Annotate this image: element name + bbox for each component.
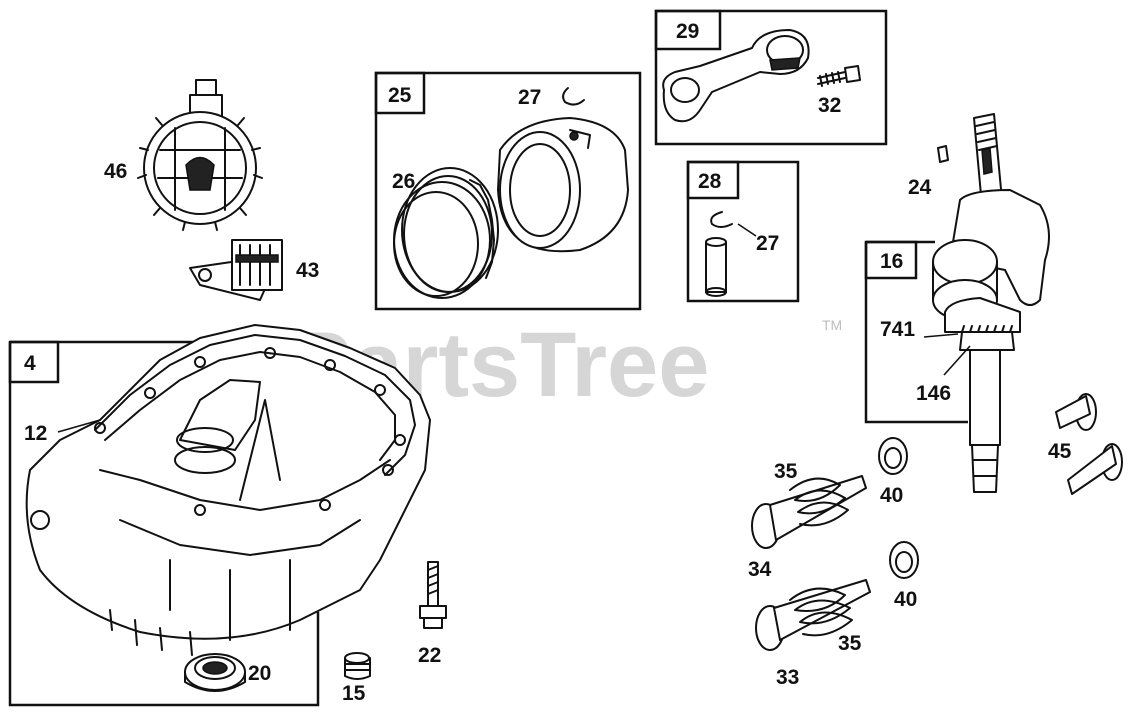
callout-15: 15	[342, 682, 366, 705]
group-box-4[interactable]: 4	[8, 340, 320, 707]
callout-26: 26	[392, 170, 415, 193]
valve-spring-part-35-lower[interactable]: 35	[789, 587, 862, 655]
group-number-28: 28	[698, 170, 722, 193]
crank-gear-callouts: 741 146	[880, 318, 971, 405]
callout-45: 45	[1048, 440, 1072, 463]
wrist-pin-part[interactable]	[705, 237, 727, 297]
piston-rings-part-26[interactable]: 26	[392, 167, 499, 299]
group-box-16[interactable]: 16	[864, 240, 968, 424]
callout-12: 12	[24, 422, 47, 445]
rod-bolt-part-32[interactable]: 32	[817, 65, 861, 117]
group-number-16: 16	[880, 250, 903, 273]
oil-seal-part-20[interactable]: 20	[184, 653, 271, 692]
group-number-4: 4	[24, 352, 36, 375]
retainer-part-40-lower[interactable]: 40	[889, 541, 919, 611]
governor-part-43[interactable]: 43	[189, 239, 319, 301]
bolt-part-22[interactable]: 22	[418, 561, 447, 667]
callout-40-upper: 40	[880, 484, 903, 507]
piston-part[interactable]	[497, 117, 629, 253]
callout-43: 43	[296, 259, 319, 282]
callout-32: 32	[818, 94, 841, 117]
callout-27-pin: 27	[756, 232, 779, 255]
connecting-rod-part[interactable]	[662, 29, 810, 123]
gasket-part-12[interactable]: 12	[24, 419, 101, 445]
callout-20: 20	[248, 662, 271, 685]
group-number-29: 29	[676, 20, 699, 43]
callout-40-lower: 40	[894, 588, 917, 611]
retainer-part-40-upper[interactable]: 40	[878, 437, 908, 507]
clip-part-27[interactable]: 27	[518, 86, 585, 109]
callout-34: 34	[748, 558, 772, 581]
callout-146: 146	[916, 382, 951, 405]
callout-33: 33	[776, 666, 799, 689]
group-box-29[interactable]: 29	[654, 9, 888, 146]
valve-spring-part-35-upper[interactable]: 35	[774, 460, 849, 527]
key-part-24[interactable]: 24	[908, 145, 949, 199]
callout-46: 46	[104, 160, 127, 183]
callout-27-piston: 27	[518, 86, 541, 109]
clip-part-27-pin[interactable]: 27	[710, 211, 779, 255]
drain-plug-part-15[interactable]: 15	[342, 652, 371, 705]
callout-35-lower: 35	[838, 632, 862, 655]
group-number-25: 25	[388, 84, 412, 107]
callout-741: 741	[880, 318, 915, 341]
callout-24: 24	[908, 176, 932, 199]
callout-35-upper: 35	[774, 460, 798, 483]
sump-crankcase-part[interactable]	[25, 324, 431, 656]
group-box-25[interactable]: 25	[374, 71, 642, 311]
camshaft-gear-part-46[interactable]: 46	[104, 79, 263, 231]
watermark-trademark: TM	[822, 317, 842, 333]
crankshaft-part[interactable]	[932, 113, 1050, 493]
valve-lifter-part-45[interactable]: 45	[1048, 393, 1123, 495]
valve-part-34[interactable]: 34	[748, 475, 867, 581]
callout-22: 22	[418, 644, 441, 667]
group-box-28[interactable]: 28	[686, 160, 800, 303]
